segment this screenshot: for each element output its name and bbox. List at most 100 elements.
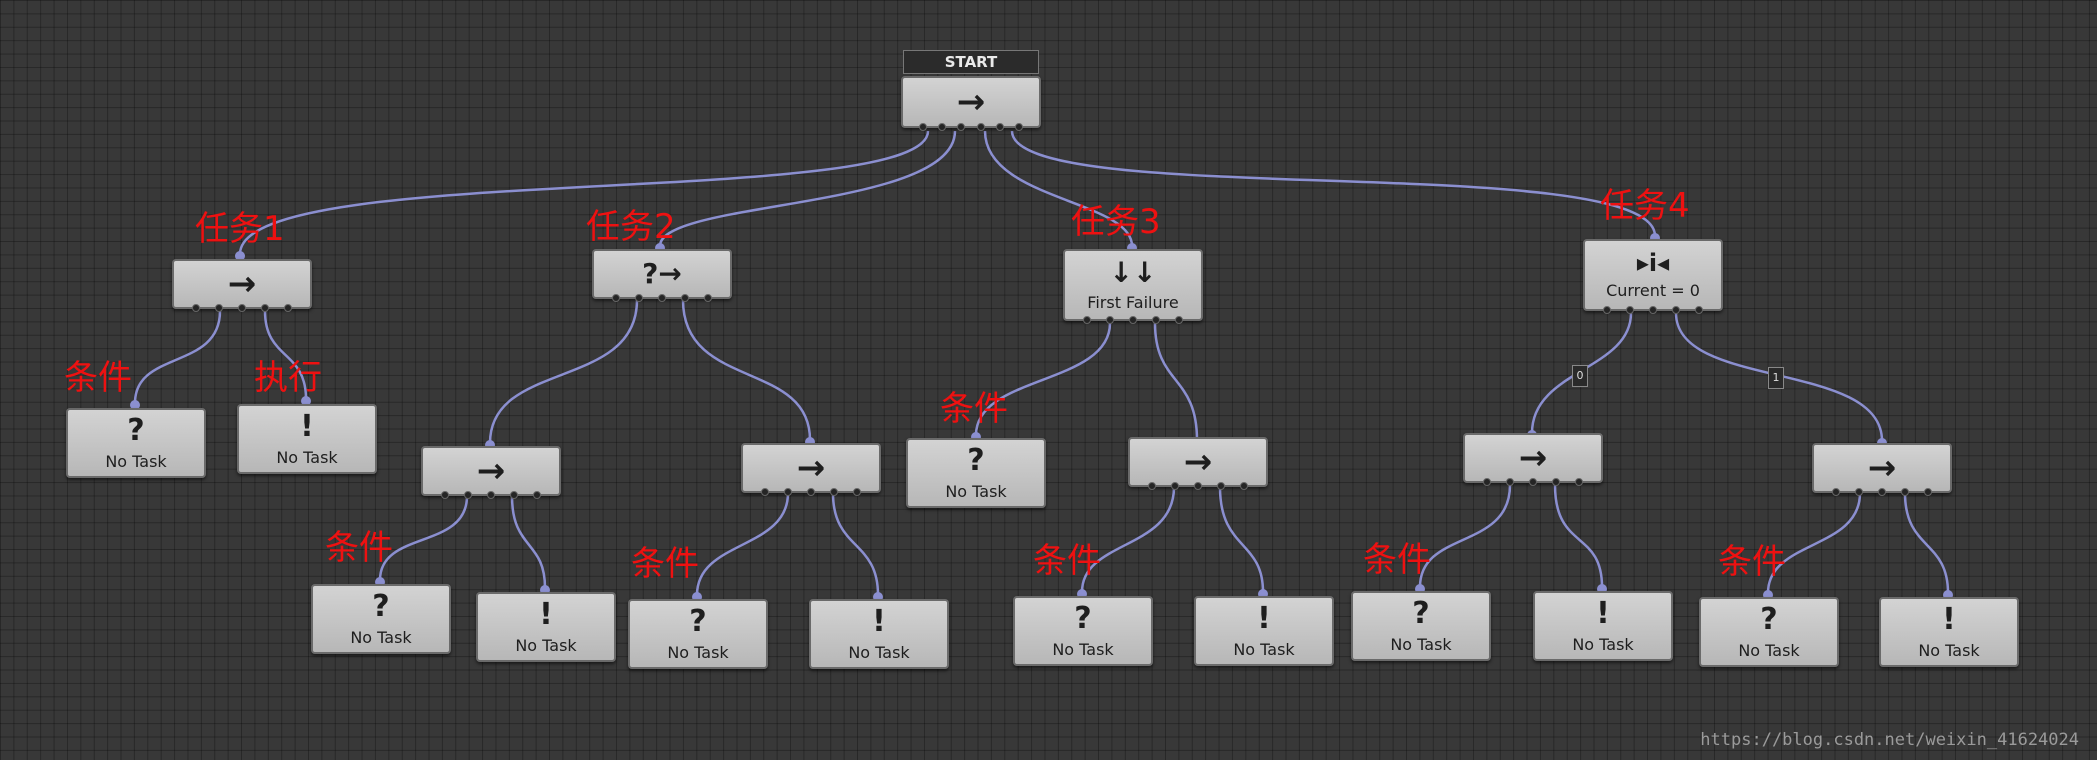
wire-task3-condition	[974, 322, 1112, 436]
annotation-task3s-condition: 条件	[1033, 541, 1101, 581]
task4a-condition-node[interactable]: ? No Task	[1351, 591, 1491, 661]
wire-task3s-action	[1218, 486, 1265, 593]
annotation-task2a-condition: 条件	[325, 528, 393, 568]
output-ports	[1075, 316, 1191, 325]
condition-question-icon: ?	[689, 603, 707, 639]
edge-label-0: 0	[1572, 365, 1588, 387]
sequence-arrow-icon: →	[1183, 442, 1213, 482]
wire-root-task2	[658, 130, 957, 247]
task2-seq-a-node[interactable]: →	[421, 446, 561, 499]
watermark-url: https://blog.csdn.net/weixin_41624024	[1700, 730, 2079, 750]
task3-parallel-node[interactable]: ↓↓ First Failure	[1063, 249, 1203, 324]
selector-icon: ?→	[642, 257, 682, 290]
task2-selector-node[interactable]: ?→	[592, 249, 732, 302]
task1-condition-node[interactable]: ? No Task	[66, 408, 206, 478]
task3s-condition-node[interactable]: ? No Task	[1013, 596, 1153, 666]
output-ports	[1140, 482, 1256, 491]
parallel-arrows-icon: ↓↓	[1109, 255, 1157, 289]
node-caption: Current = 0	[1606, 280, 1700, 300]
root-sequence-node[interactable]: →	[901, 76, 1041, 131]
task2a-condition-node[interactable]: ? No Task	[311, 584, 451, 654]
annotation-task2: 任务2	[586, 207, 676, 247]
annotation-task4b-condition: 条件	[1718, 542, 1786, 582]
wire-task2-seq-b	[681, 299, 812, 441]
condition-question-icon: ?	[372, 588, 390, 624]
sequence-arrow-icon: →	[956, 82, 986, 122]
annotation-task3-condition: 条件	[940, 389, 1008, 429]
output-ports	[604, 294, 720, 303]
wire-task3s-condition	[1080, 486, 1176, 593]
sequence-arrow-icon: →	[227, 264, 257, 304]
wire-task4a-action	[1553, 484, 1604, 588]
task4-seq-b-node[interactable]: →	[1812, 443, 1952, 496]
annotation-task1-condition: 条件	[64, 358, 132, 398]
condition-question-icon: ?	[967, 442, 985, 478]
output-ports	[184, 304, 300, 313]
task3-seq-node[interactable]: →	[1128, 437, 1268, 490]
task4-seq-a-node[interactable]: →	[1463, 433, 1603, 486]
condition-question-icon: ?	[1412, 595, 1430, 631]
node-label: No Task	[105, 451, 167, 471]
condition-question-icon: ?	[1760, 601, 1778, 637]
condition-question-icon: ?	[1074, 600, 1092, 636]
node-label: No Task	[1233, 639, 1295, 659]
wire-task3-seq	[1153, 322, 1199, 441]
wire-task2a-condition	[378, 495, 469, 581]
wire-root-task4	[1010, 130, 1657, 237]
task2a-action-node[interactable]: ! No Task	[476, 592, 616, 662]
action-exclamation-icon: !	[300, 408, 314, 444]
wire-task2a-action	[510, 495, 547, 589]
task1-action-node[interactable]: ! No Task	[237, 404, 377, 474]
annotation-task4a-condition: 条件	[1363, 540, 1431, 580]
task1-sequence-node[interactable]: →	[172, 259, 312, 312]
start-label: START	[903, 50, 1039, 74]
edge-label-1: 1	[1768, 367, 1784, 389]
task2b-condition-node[interactable]: ? No Task	[628, 599, 768, 669]
task2-seq-b-node[interactable]: →	[741, 443, 881, 496]
sequence-arrow-icon: →	[1867, 448, 1897, 488]
output-ports	[913, 123, 1029, 132]
node-label: No Task	[1572, 634, 1634, 654]
action-exclamation-icon: !	[872, 603, 886, 639]
output-ports	[1824, 488, 1940, 497]
task4b-action-node[interactable]: ! No Task	[1879, 597, 2019, 667]
node-label: No Task	[667, 642, 729, 662]
annotation-task2b-condition: 条件	[631, 544, 699, 584]
output-ports	[1475, 478, 1591, 487]
wire-task1-action	[263, 310, 308, 400]
wire-task1-condition	[133, 310, 222, 404]
wire-root-task3	[983, 130, 1134, 247]
wire-task2-seq-a	[488, 299, 639, 444]
action-exclamation-icon: !	[1596, 595, 1610, 631]
node-caption: First Failure	[1087, 292, 1179, 312]
sequence-arrow-icon: →	[1518, 438, 1548, 478]
action-exclamation-icon: !	[1942, 601, 1956, 637]
sequence-arrow-icon: →	[796, 448, 826, 488]
task4a-action-node[interactable]: ! No Task	[1533, 591, 1673, 661]
iterator-icon: ▸i◂	[1636, 248, 1670, 277]
task3s-action-node[interactable]: ! No Task	[1194, 596, 1334, 666]
task4-iterator-node[interactable]: ▸i◂ Current = 0	[1583, 239, 1723, 314]
task2b-action-node[interactable]: ! No Task	[809, 599, 949, 669]
task4b-condition-node[interactable]: ? No Task	[1699, 597, 1839, 667]
annotation-task3: 任务3	[1071, 202, 1161, 242]
task3-condition-node[interactable]: ? No Task	[906, 438, 1046, 508]
node-label: No Task	[1738, 640, 1800, 660]
wire-task4b-action	[1903, 492, 1950, 594]
node-label: No Task	[1052, 639, 1114, 659]
annotation-task1-execute: 执行	[254, 358, 322, 398]
sequence-arrow-icon: →	[476, 451, 506, 491]
wire-task4b-condition	[1766, 492, 1862, 594]
node-label: No Task	[945, 481, 1007, 501]
node-label: No Task	[1918, 640, 1980, 660]
node-label: No Task	[515, 635, 577, 655]
wire-task2b-action	[831, 492, 880, 596]
action-exclamation-icon: !	[539, 596, 553, 632]
wire-root-task1	[238, 130, 930, 255]
wire-task2b-condition	[695, 492, 790, 596]
action-exclamation-icon: !	[1257, 600, 1271, 636]
node-label: No Task	[1390, 634, 1452, 654]
node-label: No Task	[350, 627, 412, 647]
annotation-task1: 任务1	[195, 209, 285, 249]
output-ports	[1595, 306, 1711, 315]
